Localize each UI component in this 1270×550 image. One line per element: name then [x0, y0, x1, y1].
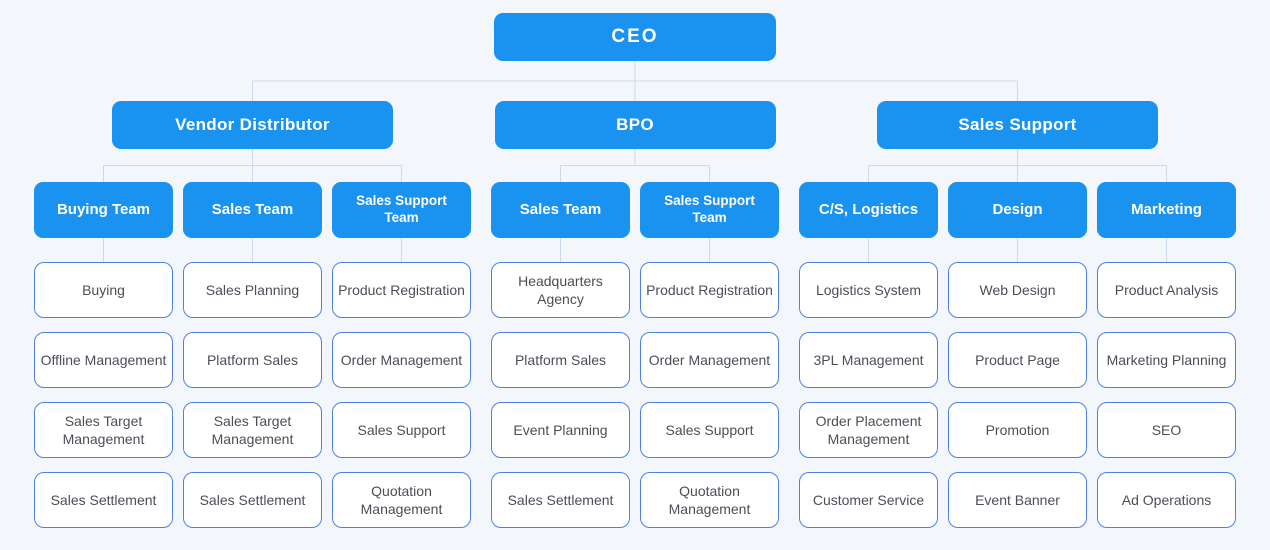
item-offline-management: Offline Management [34, 332, 173, 388]
item-order-placement-management: Order Placement Management [799, 402, 938, 458]
item-platform-sales: Platform Sales [491, 332, 630, 388]
node-sales-support-team: Sales Support Team [332, 182, 471, 238]
item-3pl-management: 3PL Management [799, 332, 938, 388]
node-buying-team: Buying Team [34, 182, 173, 238]
node-vendor-distributor: Vendor Distributor [112, 101, 393, 149]
node-sales-support: Sales Support [877, 101, 1158, 149]
item-event-banner: Event Banner [948, 472, 1087, 528]
item-sales-planning: Sales Planning [183, 262, 322, 318]
item-ad-operations: Ad Operations [1097, 472, 1236, 528]
node-sales-team: Sales Team [491, 182, 630, 238]
item-logistics-system: Logistics System [799, 262, 938, 318]
ceo-row: CEO [0, 0, 1270, 61]
item-sales-target-management: Sales Target Management [183, 402, 322, 458]
item-event-planning: Event Planning [491, 402, 630, 458]
item-sales-settlement: Sales Settlement [183, 472, 322, 528]
item-sales-settlement: Sales Settlement [491, 472, 630, 528]
item-product-analysis: Product Analysis [1097, 262, 1236, 318]
item-product-registration: Product Registration [332, 262, 471, 318]
item-sales-support: Sales Support [640, 402, 779, 458]
item-order-management: Order Management [332, 332, 471, 388]
node-c-s-logistics: C/S, Logistics [799, 182, 938, 238]
item-order-management: Order Management [640, 332, 779, 388]
item-marketing-planning: Marketing Planning [1097, 332, 1236, 388]
item-promotion: Promotion [948, 402, 1087, 458]
item-quotation-management: Quotation Management [640, 472, 779, 528]
item-headquarters-agency: Headquarters Agency [491, 262, 630, 318]
item-seo: SEO [1097, 402, 1236, 458]
node-sales-support-team: Sales Support Team [640, 182, 779, 238]
item-sales-settlement: Sales Settlement [34, 472, 173, 528]
item-buying: Buying [34, 262, 173, 318]
node-ceo: CEO [494, 13, 776, 61]
item-product-page: Product Page [948, 332, 1087, 388]
node-bpo: BPO [494, 101, 776, 149]
node-marketing: Marketing [1097, 182, 1236, 238]
item-product-registration: Product Registration [640, 262, 779, 318]
item-customer-service: Customer Service [799, 472, 938, 528]
item-quotation-management: Quotation Management [332, 472, 471, 528]
node-design: Design [948, 182, 1087, 238]
item-sales-target-management: Sales Target Management [34, 402, 173, 458]
item-web-design: Web Design [948, 262, 1087, 318]
item-platform-sales: Platform Sales [183, 332, 322, 388]
item-sales-support: Sales Support [332, 402, 471, 458]
node-sales-team: Sales Team [183, 182, 322, 238]
